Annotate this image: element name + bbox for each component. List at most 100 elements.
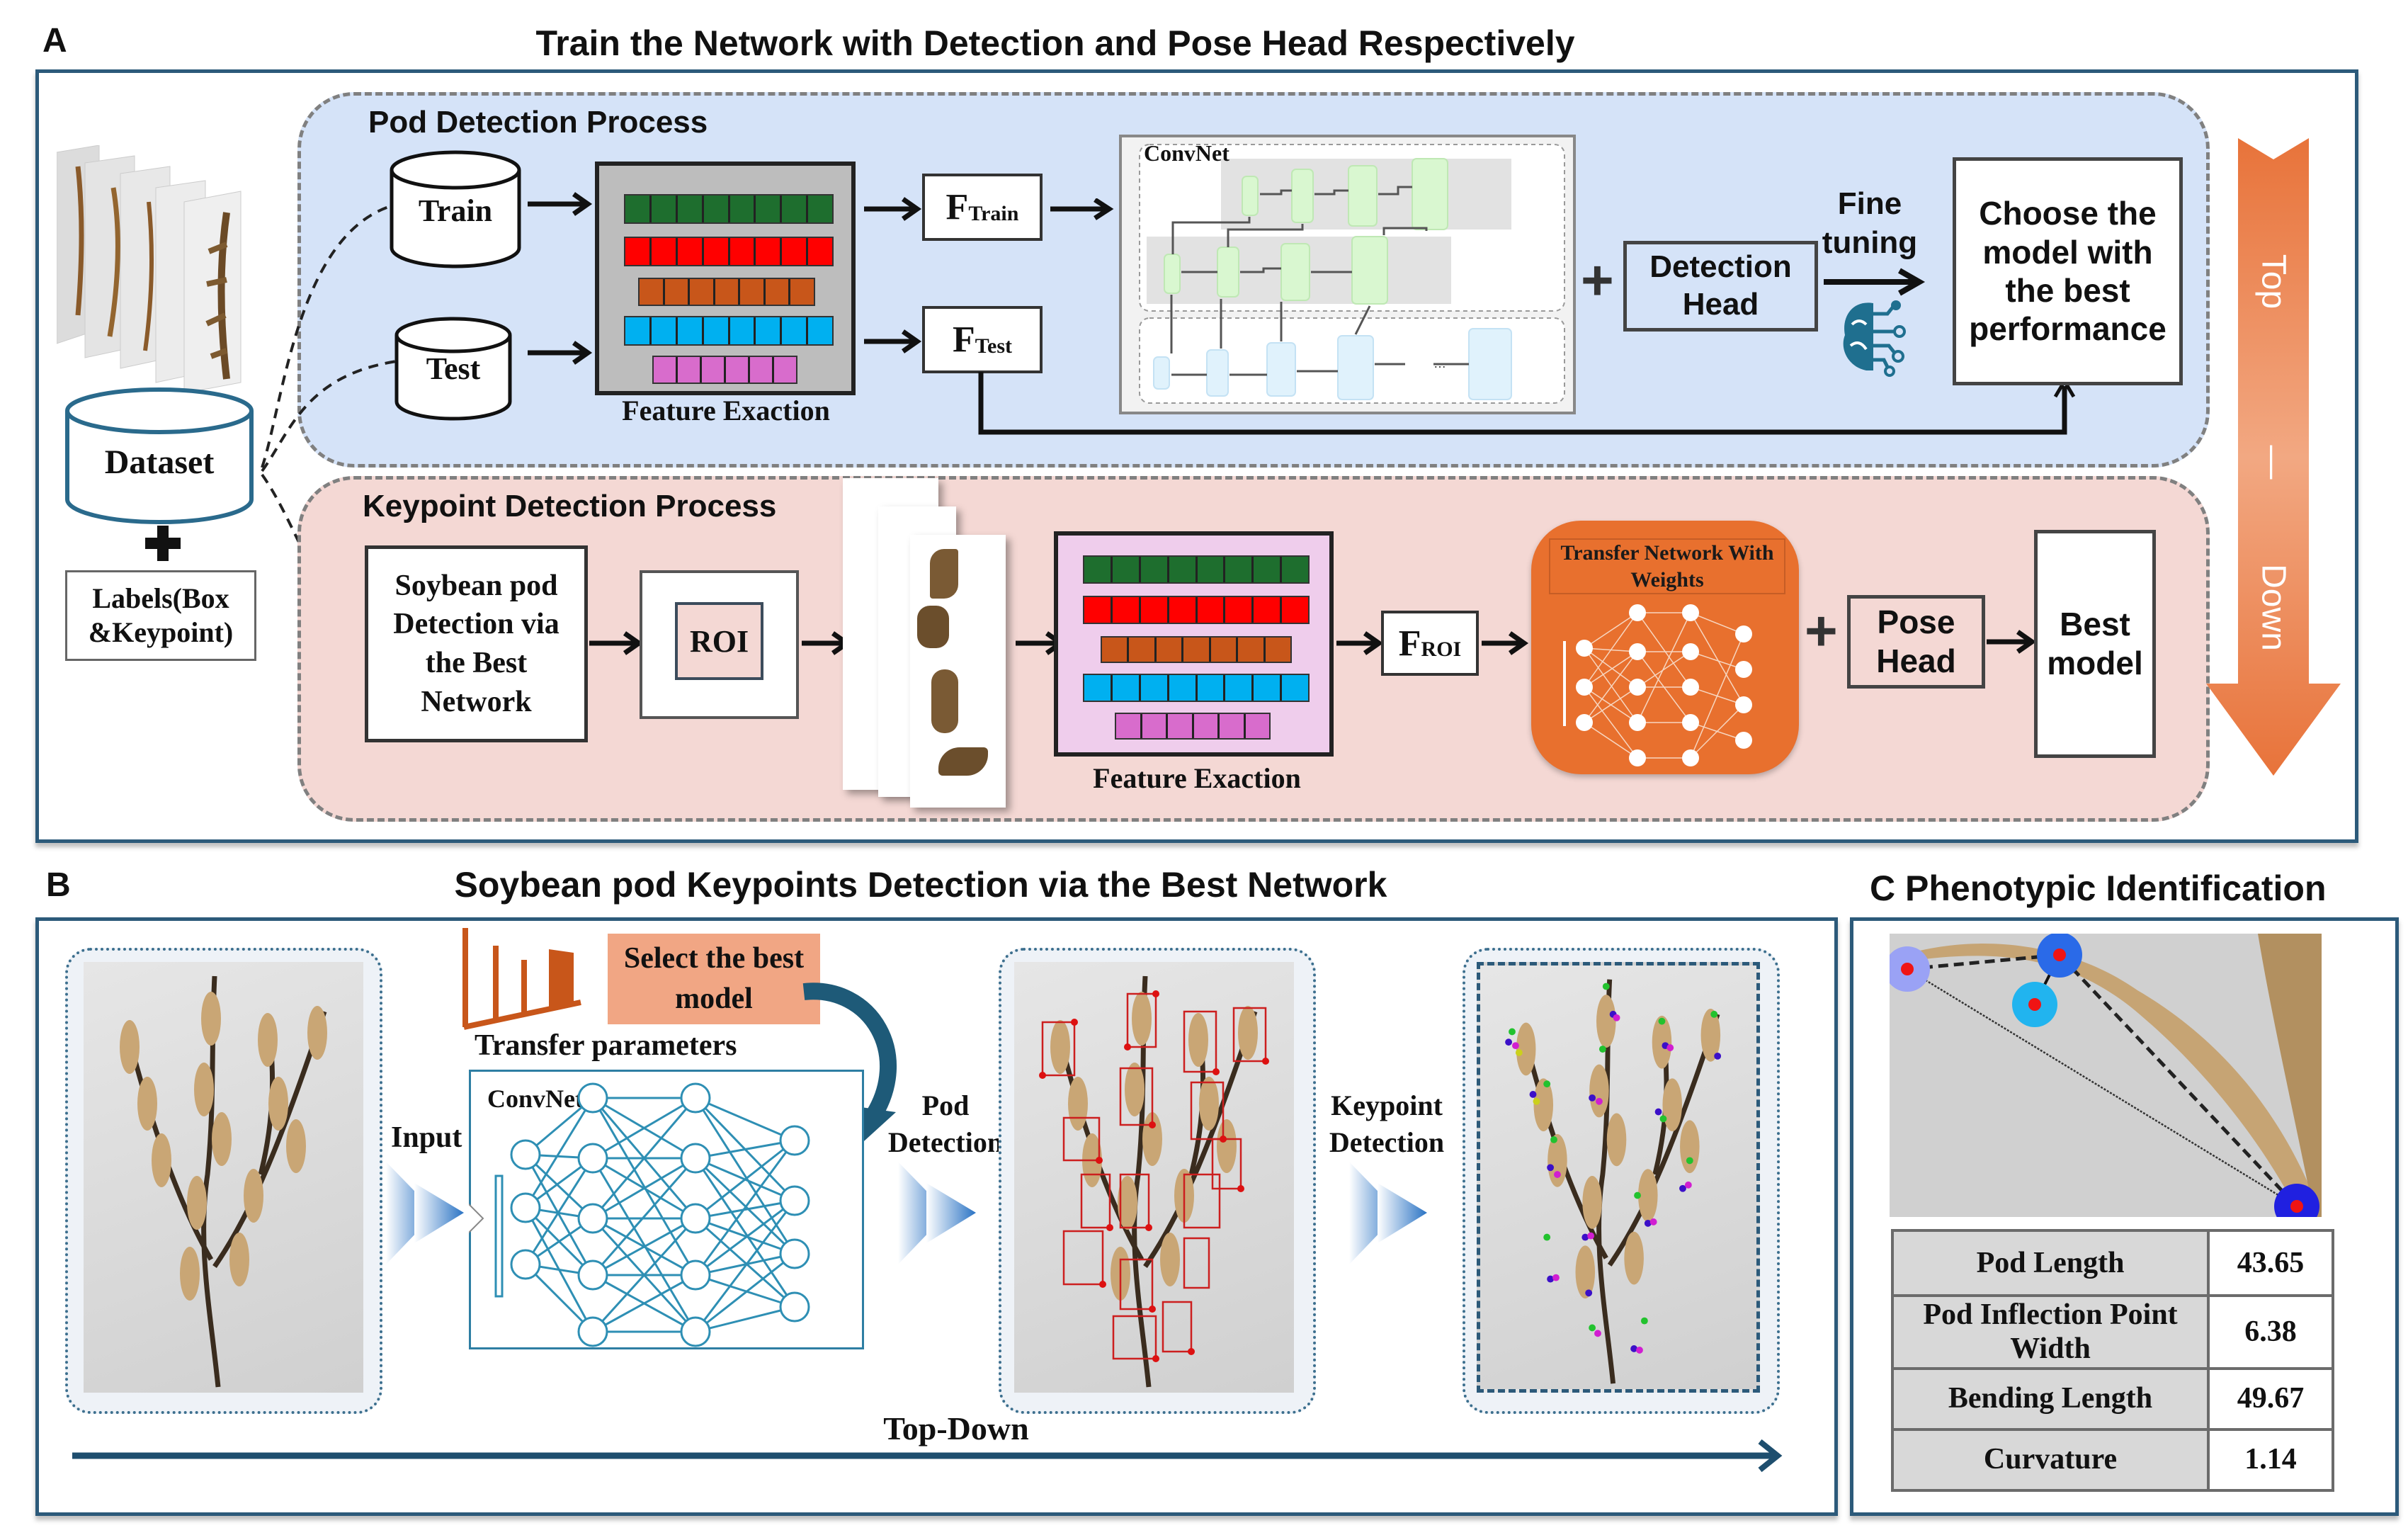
keypoint-feature-label: Feature Exaction [1093,762,1301,794]
choose-best-model-box: Choose the model with the best performan… [1953,157,2183,385]
table-row: Bending Length 49.67 [1891,1366,2334,1431]
transfer-parameters-label: Transfer parameters [475,1029,737,1062]
froi-to-transfer-arrow [1482,631,1529,655]
feature-to-froi-arrow [1336,631,1384,655]
keypoint-markers [1505,983,1722,1354]
bounding-boxes [1041,992,1267,1360]
dataset-label: Dataset [104,443,215,481]
stacked-photos [56,145,242,394]
pod-inflection-width-label: Pod Inflection Point Width [1891,1294,2210,1370]
keypoint-detection-title: Keypoint Detection Process [363,489,777,523]
f-train-sub: Train [968,201,1019,225]
keypoint-detection-chevron-icon [1349,1162,1438,1264]
soybean-detection-box: Soybean pod Detection via the Best Netwo… [365,545,588,742]
phenotype-table: Pod Length 43.65 Pod Inflection Point Wi… [1891,1229,2334,1492]
soybean-to-roi-arrow [589,631,644,655]
train-cylinder [388,149,523,269]
f-roi-sub: ROI [1421,638,1462,661]
feature-row-blue [1083,674,1310,702]
convnet-label: ConvNet [1144,140,1229,166]
detection-head-box: Detection Head [1623,241,1818,332]
f-train-main: F [945,187,969,227]
plus-icon-detection: + [1581,249,1614,312]
top-down-flow-label: Top-Down [883,1410,1029,1446]
roi-crops-stack [843,478,1013,811]
best-model-box: Best model [2034,530,2156,758]
panel-b-title: Soybean pod Keypoints Detection via the … [454,865,1387,905]
input-soybean-photo [84,962,363,1393]
table-row: Pod Length 43.65 [1891,1229,2334,1297]
svg-text:…: … [1433,356,1446,370]
top-down-dash-label: — [2254,445,2293,480]
input-chevron-icon [386,1162,475,1264]
feature-row-green [624,194,834,224]
curvature-label: Curvature [1891,1427,2210,1492]
f-test-sub: Test [975,334,1012,358]
f-roi-main: F [1398,623,1421,664]
input-label: Input [391,1121,462,1154]
select-best-model-box: Select the best model [608,934,820,1024]
panel-c-title: C Phenotypic Identification [1870,868,2327,908]
feature-row-red [1083,596,1310,624]
train-label: Train [418,193,493,228]
convnet-pyramid: … [1119,135,1576,414]
bending-length-value: 49.67 [2207,1366,2334,1431]
ai-brain-icon [1838,296,1909,378]
pod-detection-photo [1014,962,1294,1393]
pod-detection-title: Pod Detection Process [368,105,708,140]
convnet-nodes [469,1082,810,1347]
feature-to-f-arrows [864,197,922,353]
f-train-arrow [1050,198,1114,220]
test-cylinder [393,315,513,421]
transfer-parameters-icon [457,928,584,1034]
fine-tuning-label: Fine tuning [1822,186,1918,260]
top-down-down-label: Down [2254,564,2293,651]
transfer-network-label: Transfer Network With Weights [1549,538,1785,594]
panel-b-letter: B [46,866,71,904]
bending-length-label: Bending Length [1891,1366,2210,1431]
transfer-network-graph [1563,604,1752,766]
roi-box: ROI [675,602,763,680]
panel-a-title: Train the Network with Detection and Pos… [535,23,1575,63]
plus-icon-pose: + [1805,599,1838,662]
pod-length-label: Pod Length [1891,1229,2210,1297]
feature-row-orange [638,278,815,306]
pose-head-box: Pose Head [1847,595,1985,689]
train-test-arrows [528,192,593,365]
dataset-image-stack [56,145,255,394]
convnet-label-b: ConvNet [487,1085,584,1113]
fine-tuning-arrow [1824,268,1926,296]
feature-row-green [1083,555,1310,584]
pod-feature-extraction-panel [595,162,856,395]
test-label: Test [426,351,481,386]
curvature-value: 1.14 [2207,1427,2334,1492]
top-down-vertical-arrow [2203,128,2344,779]
keypoint-detection-label-b: Keypoint Detection [1329,1089,1445,1158]
keypoint-feature-extraction-panel [1054,531,1334,757]
feature-row-orange [1101,636,1292,663]
pod-detection-chevron-icon [898,1162,987,1264]
pod-detection-label-b: Pod Detection [887,1089,1004,1158]
feature-row-pink [652,356,797,384]
dataset-cylinder [64,386,255,524]
pod-feature-label: Feature Exaction [622,395,830,426]
pod-length-value: 43.65 [2207,1229,2334,1297]
f-test-main: F [952,319,975,360]
plus-icon [145,526,181,561]
top-down-flow-arrow [72,1439,1783,1473]
feature-row-pink [1115,713,1271,740]
pod-measurement-photo [1890,934,2322,1217]
feature-row-blue [624,316,834,346]
transfer-network-block: Transfer Network With Weights [1531,521,1799,774]
table-row: Pod Inflection Point Width 6.38 [1891,1294,2334,1370]
pod-inflection-width-value: 6.38 [2207,1294,2334,1370]
keypoint-detection-photo [1477,962,1760,1393]
labels-box: Labels(Box &Keypoint) [65,570,256,661]
top-down-top-label: Top [2254,254,2293,310]
panel-a-letter: A [42,22,67,60]
pose-to-best-arrow [1987,630,2037,654]
feature-row-red [624,237,834,266]
